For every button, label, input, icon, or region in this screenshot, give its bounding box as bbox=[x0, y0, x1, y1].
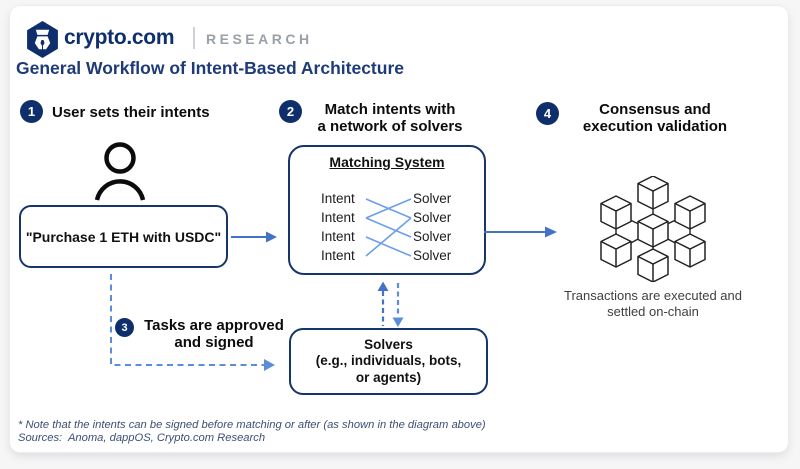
solvers-box-line3: or agents) bbox=[355, 369, 422, 385]
step4-label-line1: Consensus and bbox=[599, 101, 711, 118]
step2-number: 2 bbox=[286, 104, 295, 119]
footnote: * Note that the intents can be signed be… bbox=[18, 419, 486, 431]
step2-label-line1: Match intents with bbox=[324, 101, 456, 118]
step2-badge: 2 bbox=[279, 100, 302, 123]
step4-badge: 4 bbox=[536, 102, 559, 125]
consensus-caption: Transactions are executed and settled on… bbox=[553, 288, 753, 319]
intent-box-text: "Purchase 1 ETH with USDC" bbox=[25, 228, 222, 245]
crypto-com-logo-icon bbox=[27, 21, 58, 58]
sources: Sources: Anoma, dappOS, Crypto.com Resea… bbox=[18, 432, 266, 444]
arrow-intent-to-matching bbox=[231, 231, 277, 243]
matching-system-title: Matching System bbox=[329, 154, 445, 170]
step3-label: Tasks are approved and signed bbox=[138, 317, 290, 351]
bidirectional-dashed-arrows bbox=[377, 281, 404, 327]
step2-label: Match intents with a network of solvers bbox=[300, 101, 480, 135]
brand-wordmark: crypto.com bbox=[64, 26, 175, 49]
step4-label: Consensus and execution validation bbox=[565, 101, 745, 135]
arrow-matching-to-consensus bbox=[484, 226, 557, 238]
intent-row: Intent bbox=[321, 191, 355, 206]
solver-row: Solver bbox=[413, 229, 452, 244]
step4-number: 4 bbox=[543, 106, 552, 121]
matching-system-box: Matching System Intent Intent Intent Int… bbox=[288, 145, 486, 275]
intent-row: Intent bbox=[321, 210, 355, 225]
matching-connection-lines bbox=[365, 198, 412, 257]
dashed-arrow-tasks-signed bbox=[110, 274, 275, 371]
step1-number: 1 bbox=[27, 104, 36, 119]
user-icon bbox=[94, 142, 146, 201]
step3-number: 3 bbox=[121, 321, 128, 334]
intent-row: Intent bbox=[321, 248, 355, 263]
step3-badge: 3 bbox=[115, 318, 134, 337]
logo-divider bbox=[193, 27, 195, 49]
step1-badge: 1 bbox=[20, 100, 43, 123]
intent-box: "Purchase 1 ETH with USDC" bbox=[19, 205, 228, 268]
solvers-box: Solvers (e.g., individuals, bots, or age… bbox=[289, 328, 488, 395]
research-label: RESEARCH bbox=[206, 31, 313, 47]
solver-row: Solver bbox=[413, 248, 452, 263]
consensus-caption-line1: Transactions are executed and bbox=[563, 288, 742, 303]
step4-label-line2: execution validation bbox=[582, 118, 728, 135]
solvers-box-line1: Solvers bbox=[364, 336, 413, 352]
consensus-caption-line2: settled on-chain bbox=[607, 303, 699, 319]
solvers-box-line2: (e.g., individuals, bots, bbox=[315, 353, 462, 369]
solver-row: Solver bbox=[413, 191, 452, 206]
step3-label-line2: and signed bbox=[174, 334, 254, 351]
page-title: General Workflow of Intent-Based Archite… bbox=[16, 58, 404, 78]
step1-label: User sets their intents bbox=[52, 104, 210, 121]
intent-row: Intent bbox=[321, 229, 355, 244]
step2-label-line2: a network of solvers bbox=[317, 118, 463, 135]
blockchain-cubes-icon bbox=[600, 176, 706, 282]
solver-row: Solver bbox=[413, 210, 452, 225]
step3-label-line1: Tasks are approved bbox=[144, 317, 284, 334]
